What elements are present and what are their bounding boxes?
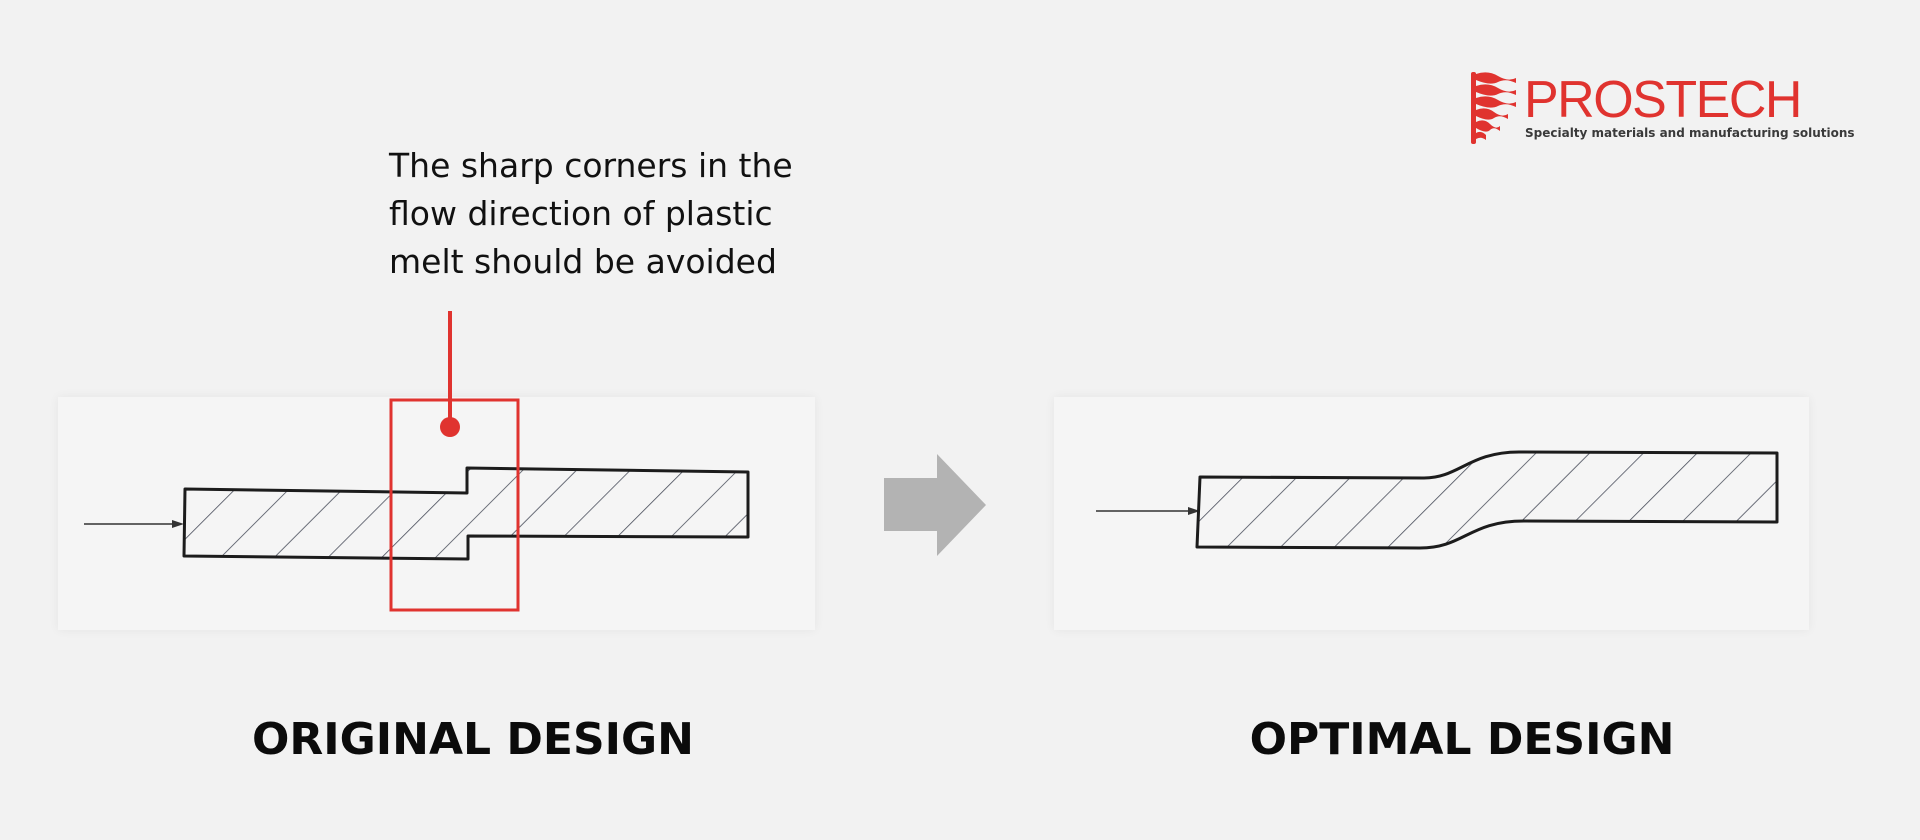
prostech-logo: PROSTECH Specialty materials and manufac…: [1468, 70, 1855, 146]
optimal-design-drawing: [1096, 450, 1779, 550]
prostech-flag-icon: [1471, 72, 1516, 144]
original-design-drawing: [84, 466, 750, 561]
logo-wordmark: PROSTECH: [1524, 71, 1802, 129]
optimal-part-section: [1195, 450, 1779, 550]
flow-direction-arrow-icon: [1096, 507, 1200, 515]
flow-direction-arrow-icon: [84, 520, 184, 528]
original-design-caption: ORIGINAL DESIGN: [252, 714, 694, 765]
original-part-section: [182, 466, 750, 561]
callout-text: The sharp corners in the flow direction …: [389, 146, 793, 281]
optimal-design-caption: OPTIMAL DESIGN: [1249, 714, 1675, 765]
original-design-panel: [58, 397, 815, 630]
right-arrow-icon: [884, 454, 986, 556]
optimal-design-panel: [1054, 397, 1809, 630]
logo-tagline: Specialty materials and manufacturing so…: [1525, 126, 1855, 140]
